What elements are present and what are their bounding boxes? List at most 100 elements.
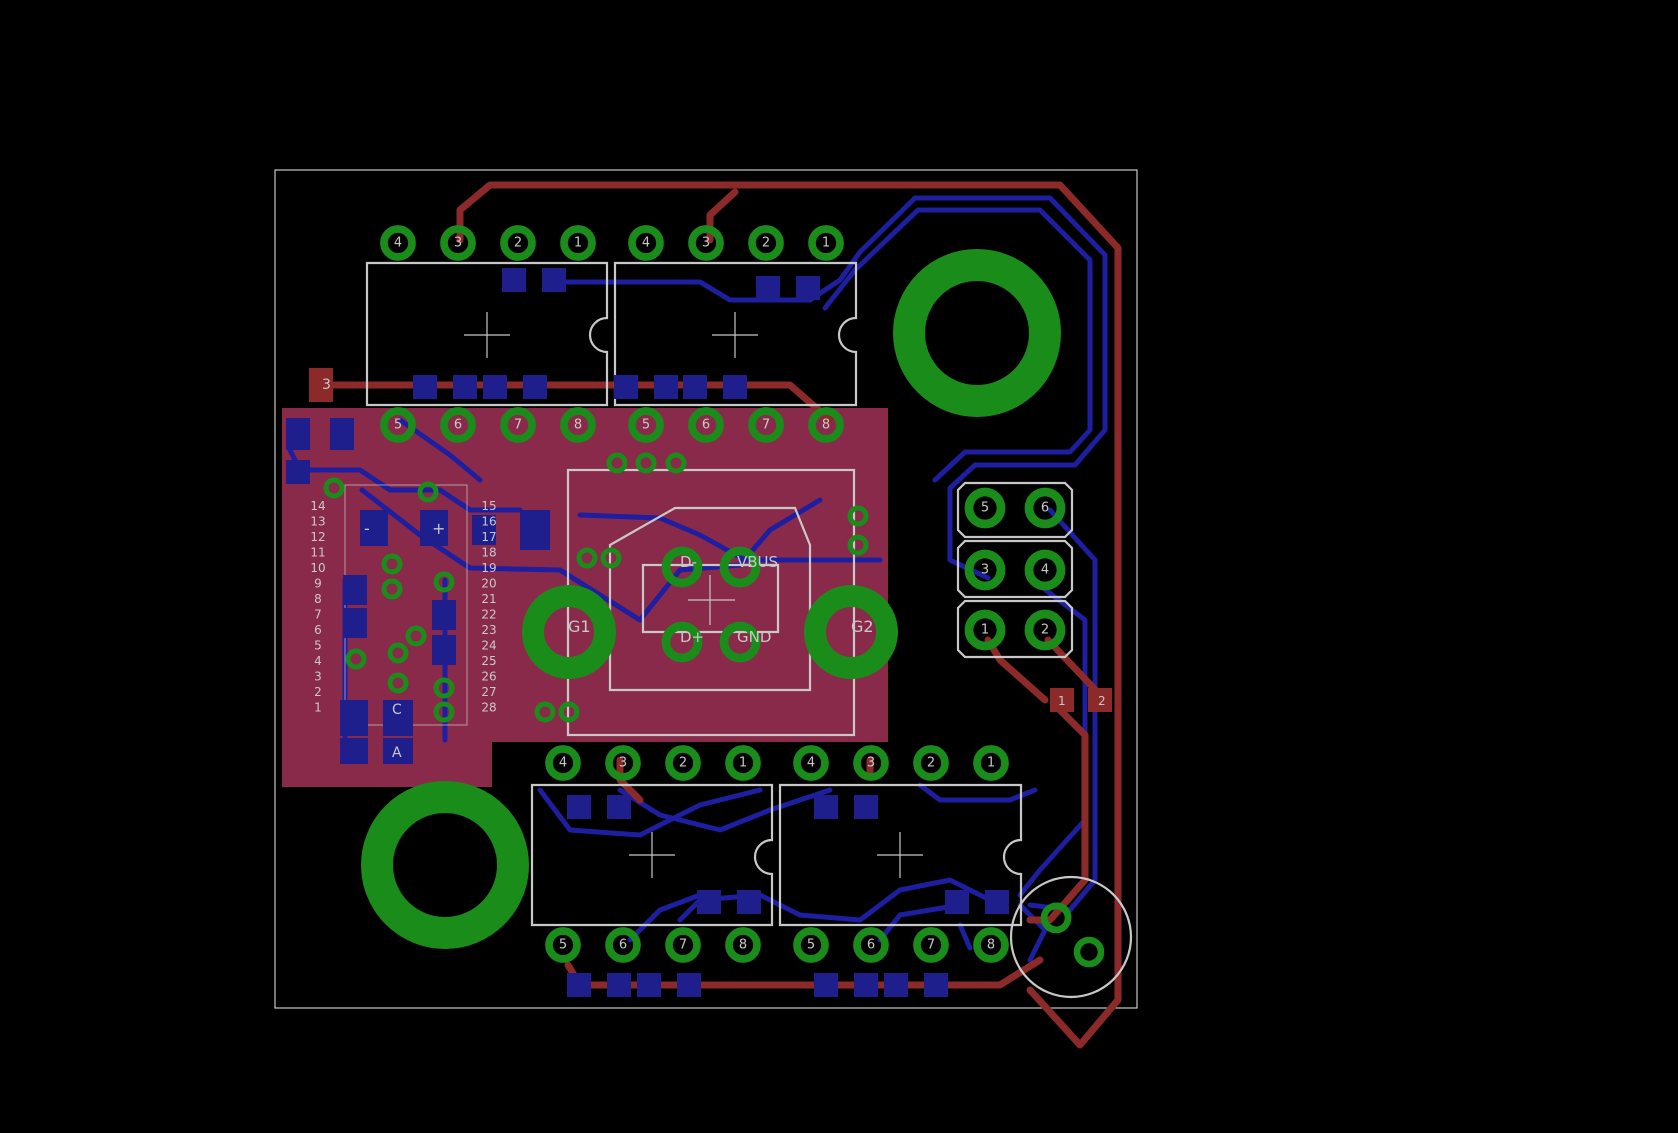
chip_top_right-pin-top-3 bbox=[688, 225, 724, 261]
chip_bottom_left-pin-top-4-label: 4 bbox=[559, 756, 567, 771]
header-pin-2-label: 2 bbox=[1041, 623, 1049, 638]
chip_bottom_right-pin-top-3-label: 3 bbox=[867, 756, 875, 771]
mcu-left-pin-7: 7 bbox=[314, 608, 322, 622]
chip_bottom_left-pin-top-2-label: 2 bbox=[679, 756, 687, 771]
mcu-right-pin-21: 21 bbox=[481, 592, 496, 606]
usb-pin-dplus bbox=[661, 621, 703, 663]
chip_top_left-pin-bottom-7-label: 7 bbox=[514, 418, 522, 433]
mcu-right-pin-24: 24 bbox=[481, 639, 496, 653]
usb-label-vbus: VBUS bbox=[737, 553, 778, 571]
chip_bottom_left-pin-bottom-8-label: 8 bbox=[739, 938, 747, 953]
cap-plus-label: + bbox=[432, 519, 445, 538]
chip_top_right-pin-bottom-7-label: 7 bbox=[762, 418, 770, 433]
mcu-right-pin-26: 26 bbox=[481, 670, 496, 684]
chip_top_right-pin-bottom-5-label: 5 bbox=[642, 418, 650, 433]
chip_top_right-pin-bottom-7 bbox=[748, 407, 784, 443]
chip_bottom_right-pin-bottom-7-label: 7 bbox=[927, 938, 935, 953]
usb-pin-gnd bbox=[719, 621, 761, 663]
chip_top_right-pin-top-3-label: 3 bbox=[702, 236, 710, 251]
header-pin-3 bbox=[964, 549, 1006, 591]
mcu-right-pin-22: 22 bbox=[481, 608, 496, 622]
mcu-right-pin-18: 18 bbox=[481, 546, 496, 560]
chip_top_left-pin-bottom-8-label: 8 bbox=[574, 418, 582, 433]
cap-minus-label: - bbox=[364, 519, 370, 538]
chip_bottom_left-pin-bottom-7 bbox=[665, 927, 701, 963]
chip_top_left-pin-bottom-7 bbox=[500, 407, 536, 443]
chip_bottom_right-pin-top-2-label: 2 bbox=[927, 756, 935, 771]
header-pin-5 bbox=[964, 487, 1006, 529]
chip_bottom_right-pin-bottom-5 bbox=[793, 927, 829, 963]
mcu-left-pin-5: 5 bbox=[314, 639, 322, 653]
mcu-right-pin-27: 27 bbox=[481, 685, 496, 699]
chip_top_left-pin-bottom-8 bbox=[560, 407, 596, 443]
mcu-left-pin-3: 3 bbox=[314, 670, 322, 684]
mcu-left-pin-9: 9 bbox=[314, 577, 322, 591]
header-pin-2 bbox=[1024, 609, 1066, 651]
header-outline bbox=[956, 481, 1074, 659]
mcu-left-pin-10: 10 bbox=[310, 561, 325, 575]
mcu-right-pin-19: 19 bbox=[481, 561, 496, 575]
chip_bottom_left-pin-top-4 bbox=[545, 745, 581, 781]
resistor-pin2-label: 2 bbox=[1098, 694, 1106, 708]
chip_top_right-pin-top-4 bbox=[628, 225, 664, 261]
usb-label-gnd: GND bbox=[737, 628, 771, 646]
chip_top_right-pin-top-2 bbox=[748, 225, 784, 261]
chip_bottom_left-pin-bottom-8 bbox=[725, 927, 761, 963]
resistor-pin1-label: 1 bbox=[1058, 694, 1066, 708]
mcu-right-pin-15: 15 bbox=[481, 499, 496, 513]
mcu-right-pin-23: 23 bbox=[481, 623, 496, 637]
usb-center-cross bbox=[688, 575, 735, 625]
chip_bottom_right-pin-bottom-6 bbox=[853, 927, 889, 963]
chip_bottom_left-pin-bottom-6-label: 6 bbox=[619, 938, 627, 953]
usb-label-dplus: D+ bbox=[680, 628, 704, 646]
header-pin-4-label: 4 bbox=[1041, 563, 1049, 578]
header-pin-4 bbox=[1024, 549, 1066, 591]
chip_top_left-pin-top-4 bbox=[380, 225, 416, 261]
chip_top_right-pin-top-1 bbox=[808, 225, 844, 261]
vias bbox=[323, 452, 1072, 932]
chip_top_right-pin-bottom-8-label: 8 bbox=[822, 418, 830, 433]
header-pin-1 bbox=[964, 609, 1006, 651]
chip_bottom_left-pin-bottom-5 bbox=[545, 927, 581, 963]
mounting-hole-bottom-left bbox=[361, 781, 529, 949]
chip_top_left-pin-top-4-label: 4 bbox=[394, 236, 402, 251]
mcu-right-pin-16: 16 bbox=[481, 515, 496, 529]
chip_bottom_left-pin-bottom-7-label: 7 bbox=[679, 938, 687, 953]
usb-label-g1: G1 bbox=[568, 617, 591, 636]
top-smd-pads bbox=[309, 368, 1112, 712]
chip_top_left-pin-top-1-label: 1 bbox=[574, 236, 582, 251]
chip_bottom_right-pin-bottom-7 bbox=[913, 927, 949, 963]
chip_top_right-pin-top-1-label: 1 bbox=[822, 236, 830, 251]
mcu-left-pin-6: 6 bbox=[314, 623, 322, 637]
buzzer-outline bbox=[1009, 875, 1133, 999]
chip_top_left-pin-bottom-5 bbox=[380, 407, 416, 443]
chip_top_left-pin-top-3-label: 3 bbox=[454, 236, 462, 251]
chip_top_right-pin-top-4-label: 4 bbox=[642, 236, 650, 251]
mcu-right-pin-25: 25 bbox=[481, 654, 496, 668]
chip_bottom_left-pin-top-3 bbox=[605, 745, 641, 781]
chip_top_left-pin-bottom-6 bbox=[440, 407, 476, 443]
regulator-pin-label: 3 bbox=[322, 377, 331, 393]
chip_bottom_right-pin-top-1 bbox=[973, 745, 1009, 781]
chip_top_right-pin-bottom-6-label: 6 bbox=[702, 418, 710, 433]
chip_top_right-pin-bottom-6 bbox=[688, 407, 724, 443]
chip_top_left-pin-bottom-6-label: 6 bbox=[454, 418, 462, 433]
chip_bottom_right-pin-top-4 bbox=[793, 745, 829, 781]
board-outline bbox=[274, 169, 1138, 1009]
mcu-left-pin-14: 14 bbox=[310, 499, 325, 513]
mcu-left-pin-12: 12 bbox=[310, 530, 325, 544]
header-pin-6 bbox=[1024, 487, 1066, 529]
mcu-right-pin-20: 20 bbox=[481, 577, 496, 591]
chip_top_left-pin-top-2-label: 2 bbox=[514, 236, 522, 251]
chip_top_right-pin-top-2-label: 2 bbox=[762, 236, 770, 251]
chip_bottom_right-pin-top-3 bbox=[853, 745, 889, 781]
usb-label-g2: G2 bbox=[851, 617, 874, 636]
usb-shield-pads bbox=[522, 585, 898, 679]
mcu-left-pin-8: 8 bbox=[314, 592, 322, 606]
chip_bottom_left-pin-top-1 bbox=[725, 745, 761, 781]
chip_bottom_left-pin-bottom-6 bbox=[605, 927, 641, 963]
mcu-left-pin-1: 1 bbox=[314, 701, 322, 715]
